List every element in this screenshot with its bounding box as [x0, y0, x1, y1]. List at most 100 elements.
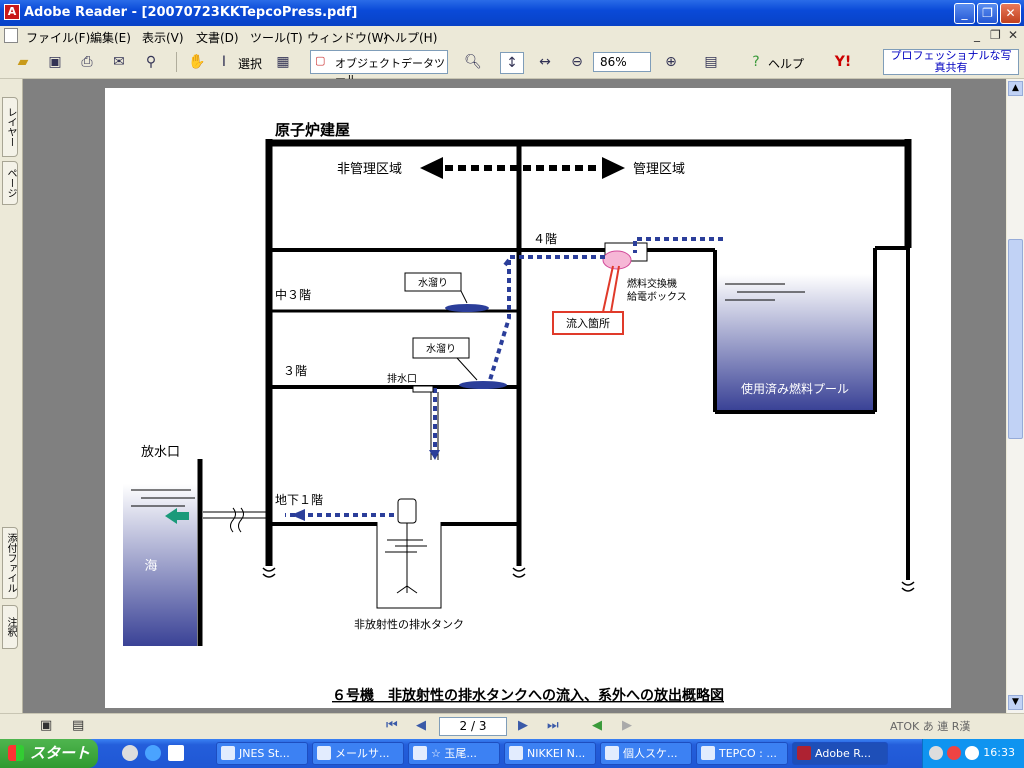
- fit-width-icon[interactable]: ↔: [539, 54, 551, 70]
- menu-view[interactable]: 表示(V): [142, 31, 184, 45]
- non-controlled-area-label: 非管理区域: [337, 162, 402, 177]
- yahoo-search-icon[interactable]: Y!: [834, 54, 852, 70]
- windows-flag-icon: [8, 745, 24, 761]
- first-page-icon[interactable]: ⏮: [386, 718, 398, 733]
- select-cursor-icon[interactable]: Ⅰ: [221, 54, 227, 70]
- tab-attachments[interactable]: 添付ファイル: [2, 527, 18, 599]
- task-label: JNES St...: [239, 747, 290, 760]
- task-tepco[interactable]: TEPCO : ...: [696, 742, 788, 765]
- next-page-icon[interactable]: ▶: [518, 718, 528, 733]
- system-tray: 16:33: [922, 739, 1024, 768]
- minimize-button[interactable]: _: [954, 3, 975, 24]
- tab-layers[interactable]: レイヤー: [2, 97, 18, 157]
- previous-page-icon[interactable]: ◀: [416, 718, 426, 733]
- task-jnes[interactable]: JNES St...: [216, 742, 308, 765]
- close-button[interactable]: ✕: [1000, 3, 1021, 24]
- page-layout-toggle-icon[interactable]: ▤: [72, 718, 85, 733]
- drain-port: [412, 385, 434, 393]
- pipe-break-mark: [230, 507, 236, 533]
- pdf-page: 原子炉建屋: [105, 88, 951, 708]
- vertical-scrollbar[interactable]: ▲ ▼: [1007, 79, 1024, 713]
- photo-share-ad-link[interactable]: プロフェッショナルな写 真共有: [883, 49, 1019, 75]
- tab-pages[interactable]: ページ: [2, 161, 18, 205]
- start-button[interactable]: スタート: [0, 739, 98, 768]
- sea-area: [123, 484, 197, 646]
- adobe-reader-icon: A: [4, 4, 20, 20]
- controlled-area-label: 管理区域: [633, 162, 685, 177]
- menu-help[interactable]: ヘルプ(H): [383, 31, 438, 45]
- task-label: TEPCO : ...: [719, 747, 777, 760]
- foundation-break-left: [262, 567, 276, 578]
- spent-fuel-pool-label: 使用済み燃料プール: [741, 381, 849, 396]
- task-nikkei[interactable]: NIKKEI N...: [504, 742, 596, 765]
- tray-monitor-icon[interactable]: [965, 746, 979, 760]
- menu-file[interactable]: ファイル(F): [26, 31, 91, 45]
- object-data-tool-button[interactable]: ▢ オブジェクトデータツール: [310, 50, 448, 86]
- open-folder-icon[interactable]: ▰: [17, 54, 29, 70]
- tank-water-lines: [385, 539, 427, 553]
- zoom-out-icon[interactable]: ⊖: [571, 54, 583, 70]
- select-tool-label[interactable]: 選択: [238, 57, 263, 71]
- menu-window[interactable]: ウィンドウ(W): [307, 31, 389, 45]
- last-page-icon[interactable]: ⏭: [547, 718, 559, 733]
- zoom-in-icon[interactable]: ⊕: [665, 54, 677, 70]
- zoom-in-magnifier-icon[interactable]: 🔍︎: [464, 54, 482, 70]
- adobe-icon: [797, 746, 811, 760]
- quicklaunch-word-icon[interactable]: [168, 745, 184, 761]
- menu-edit[interactable]: 編集(E): [90, 31, 131, 45]
- scroll-thumb[interactable]: [1008, 239, 1023, 439]
- go-forward-icon[interactable]: ▶: [622, 718, 632, 733]
- save-icon[interactable]: ▣: [48, 54, 62, 70]
- puddle-label-1: 水溜り: [418, 276, 448, 289]
- task-folder[interactable]: ☆ 玉尾...: [408, 742, 500, 765]
- task-mail[interactable]: メールサ...: [312, 742, 404, 765]
- inflow-callout-line: [602, 265, 614, 313]
- snapshot-icon[interactable]: ▦: [276, 54, 290, 70]
- print-icon[interactable]: ⎙: [81, 54, 93, 70]
- zoom-level-input[interactable]: 86%: [593, 52, 651, 72]
- menu-tools[interactable]: ツール(T): [250, 31, 303, 45]
- task-label: 個人スケ...: [623, 747, 678, 760]
- tray-arrow-icon[interactable]: [929, 746, 943, 760]
- ie-icon: [701, 746, 715, 760]
- tray-network-icon[interactable]: [947, 746, 961, 760]
- go-back-icon[interactable]: ◀: [592, 718, 602, 733]
- doc-minimize-icon[interactable]: _: [974, 28, 980, 42]
- quicklaunch-ie-icon[interactable]: [145, 745, 161, 761]
- scroll-up-icon[interactable]: ▲: [1008, 81, 1023, 96]
- maximize-button[interactable]: ❐: [977, 3, 998, 24]
- page-view-icon[interactable]: ▣: [40, 718, 53, 733]
- task-label: メールサ...: [335, 747, 390, 760]
- hand-tool-icon[interactable]: ✋: [188, 54, 206, 70]
- building-label: 原子炉建屋: [275, 121, 350, 139]
- doc-restore-icon[interactable]: ❐: [990, 28, 1001, 42]
- right-arrowhead: [602, 157, 625, 179]
- search-binoculars-icon[interactable]: ⚲: [145, 54, 157, 70]
- inflow-point-box: [552, 311, 624, 335]
- puddle-label-2: 水溜り: [426, 342, 456, 355]
- taskbar-clock: 16:33: [983, 746, 1015, 759]
- task-adobe-reader[interactable]: Adobe R...: [792, 742, 888, 765]
- doc-close-icon[interactable]: ✕: [1008, 28, 1019, 42]
- outflow-arrow: [165, 508, 189, 524]
- task-schedule[interactable]: 個人スケ...: [600, 742, 692, 765]
- quicklaunch-media-icon[interactable]: [122, 745, 138, 761]
- fit-page-icon[interactable]: ↕: [500, 52, 524, 74]
- email-icon[interactable]: ✉: [113, 54, 125, 70]
- left-arrowhead: [420, 157, 443, 179]
- document-icon[interactable]: [4, 28, 18, 43]
- page-layout-icon[interactable]: ▤: [704, 54, 718, 70]
- inflow-point-label: 流入箇所: [566, 316, 610, 330]
- ad-line-1: プロフェッショナルな写: [890, 49, 1012, 62]
- puddle-3f: [459, 381, 507, 389]
- document-viewport[interactable]: 原子炉建屋: [23, 79, 1006, 713]
- ie-icon: [605, 746, 619, 760]
- help-label[interactable]: ヘルプ: [768, 57, 805, 71]
- drain-tank: [376, 522, 442, 609]
- page-number-field[interactable]: 2 / 3: [439, 717, 507, 736]
- tab-comments[interactable]: 注釈: [2, 605, 18, 649]
- scroll-down-icon[interactable]: ▼: [1008, 695, 1023, 710]
- menu-document[interactable]: 文書(D): [196, 31, 239, 45]
- floor-b1-label: 地下１階: [275, 492, 323, 507]
- help-icon[interactable]: ?: [752, 54, 760, 70]
